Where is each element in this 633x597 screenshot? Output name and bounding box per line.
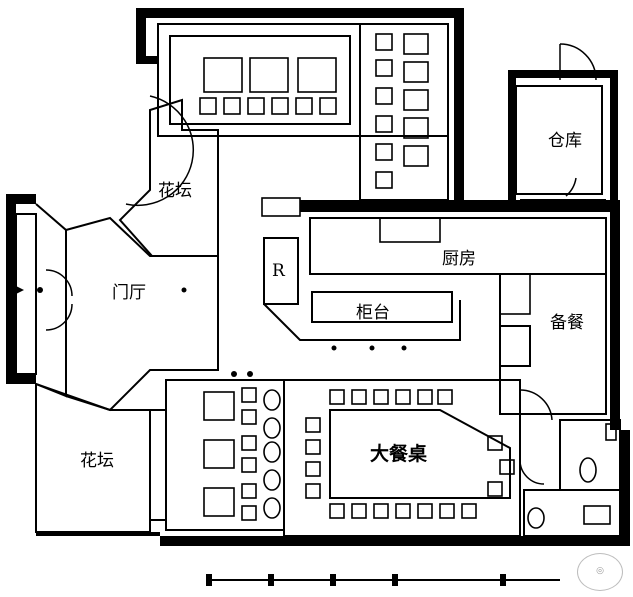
label-flowerbed-bottom: 花坛: [80, 451, 114, 471]
top-room-furniture: [199, 33, 429, 189]
markers: [12, 284, 407, 377]
outer-walls: [6, 8, 630, 546]
label-flowerbed-top: 花坛: [158, 181, 192, 201]
label-fridge: R: [272, 261, 286, 281]
label-banquet-table: 大餐桌: [370, 442, 427, 465]
scale-bar: [206, 574, 560, 586]
door-swings: [45, 43, 597, 485]
banquet-furniture: [203, 197, 617, 529]
label-storage: 仓库: [548, 131, 582, 151]
label-lobby: 门厅: [112, 283, 146, 303]
label-prep: 备餐: [550, 313, 584, 333]
label-counter: 柜台: [356, 303, 390, 323]
interior-walls: [15, 23, 621, 537]
label-kitchen: 厨房: [442, 249, 476, 269]
watermark-seal-icon: ◎: [577, 553, 623, 591]
